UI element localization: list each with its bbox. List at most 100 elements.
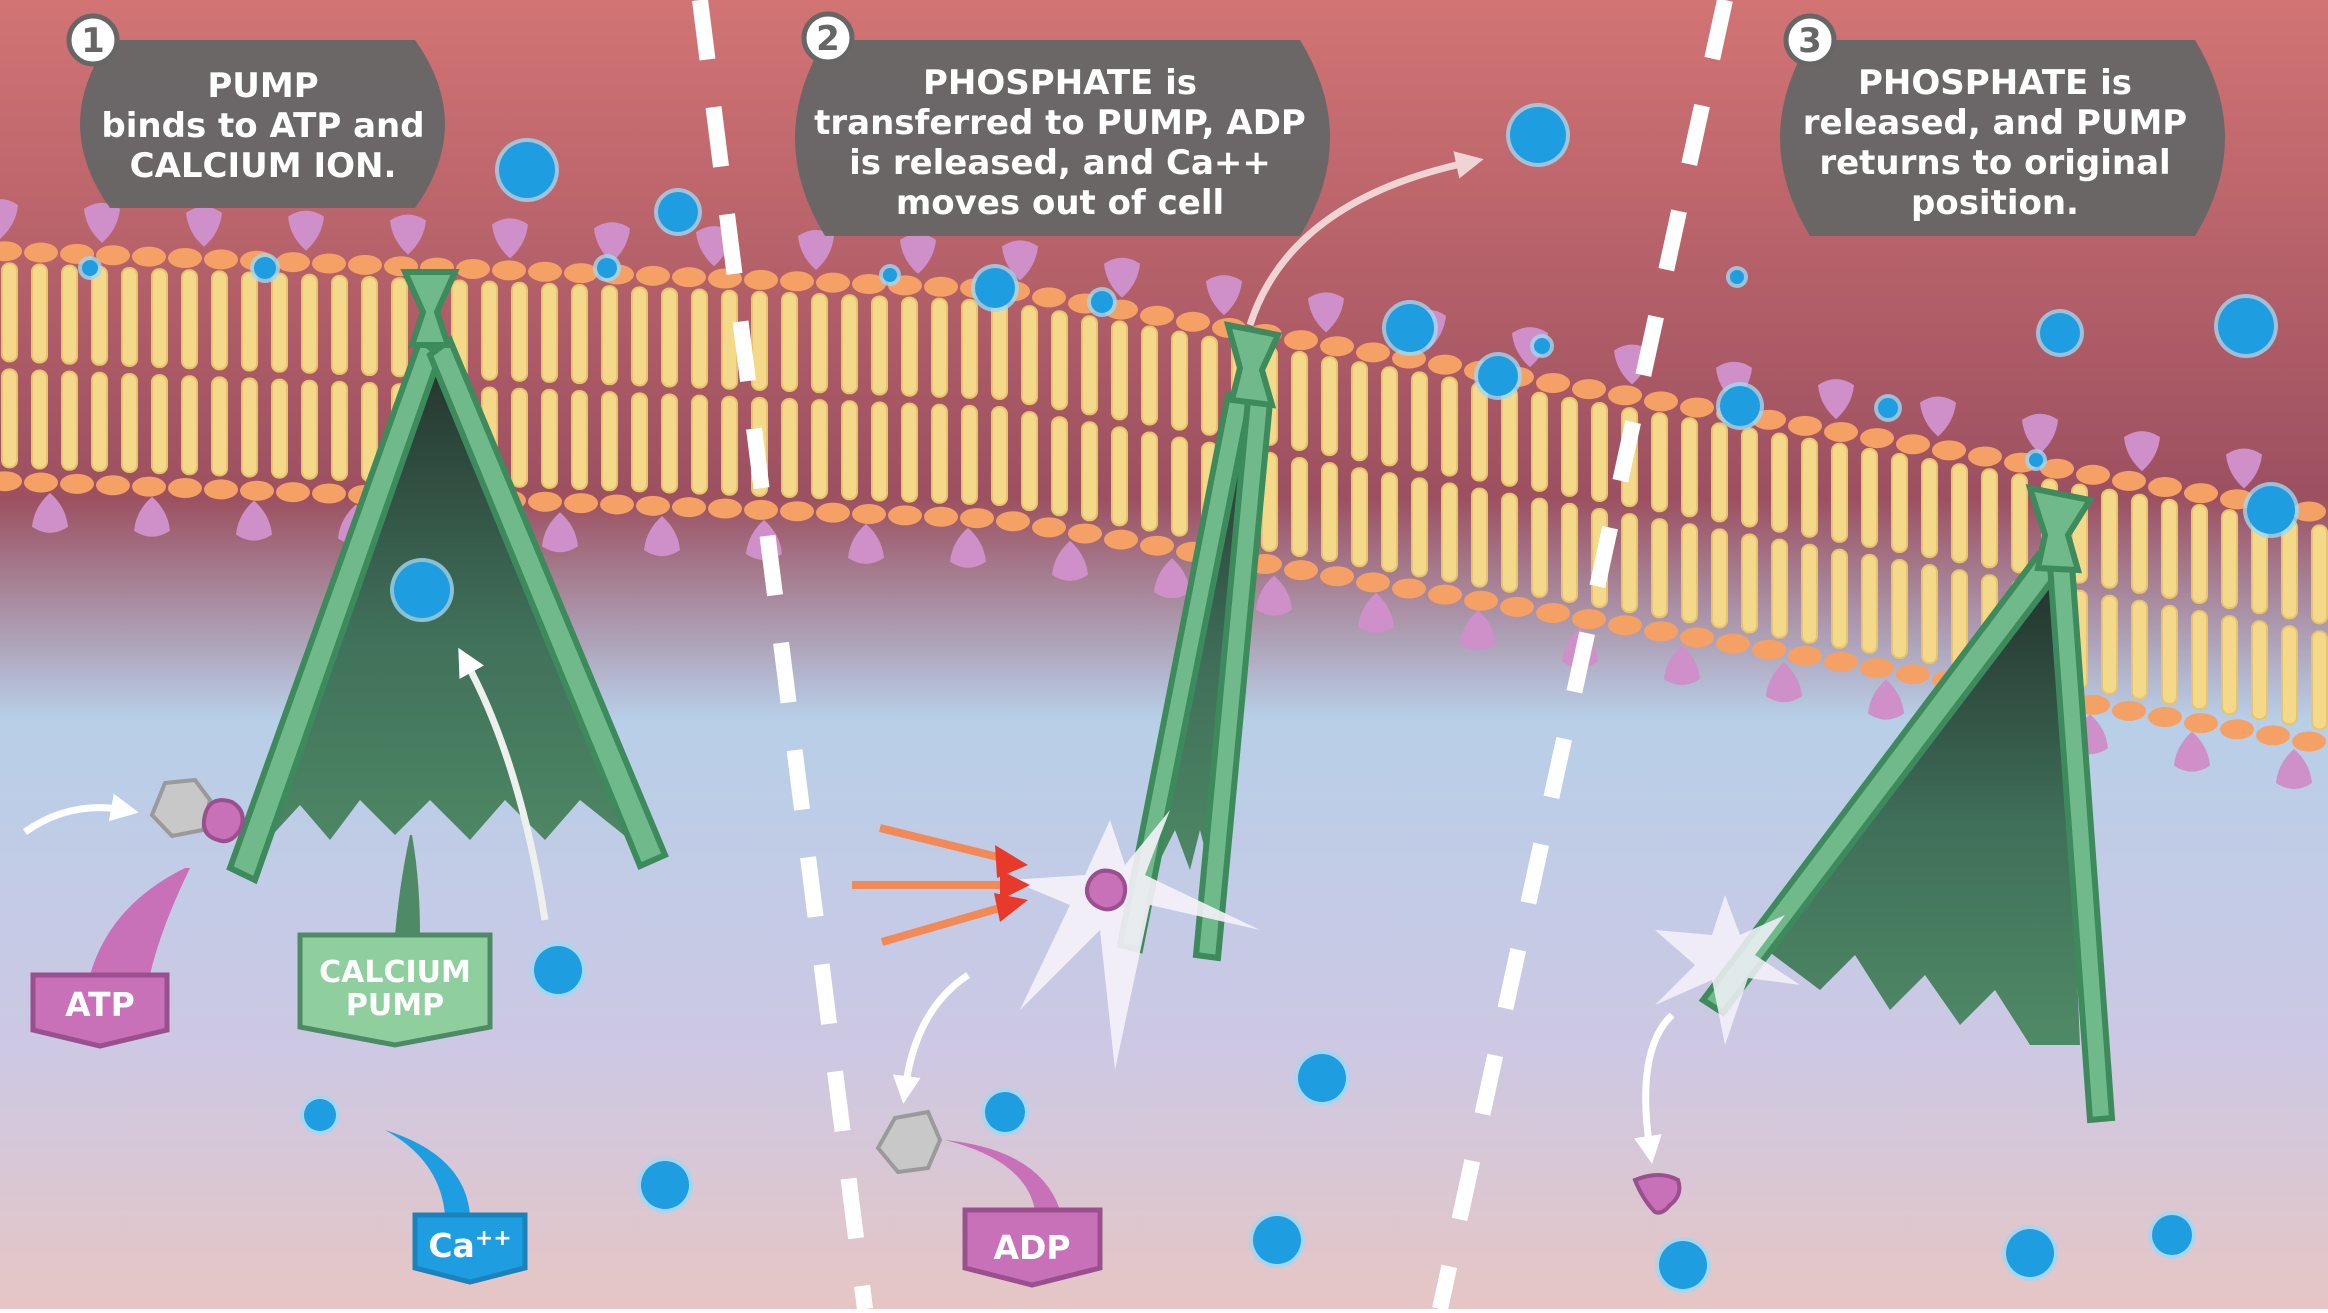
atp-label-group: ATP bbox=[30, 868, 190, 1049]
lipid-head-outer bbox=[1860, 428, 1894, 449]
phosphate-on-pump-2 bbox=[1084, 868, 1128, 912]
lipid-head-inner bbox=[744, 499, 778, 520]
lipid-head-outer bbox=[1032, 287, 1066, 308]
calcium-pump-closed bbox=[1116, 321, 1283, 962]
lipid-tail bbox=[1081, 421, 1098, 522]
step-3-text-line: PHOSPHATE is bbox=[1858, 63, 2132, 103]
lipid-tail bbox=[2221, 509, 2238, 610]
lipid-head-inner bbox=[24, 472, 58, 493]
lipid-head-outer bbox=[2112, 470, 2146, 491]
lipid-tail bbox=[91, 265, 108, 366]
lipid-tail bbox=[901, 296, 918, 397]
adp-label-box bbox=[962, 1207, 1103, 1288]
step-2-text-line: PHOSPHATE is bbox=[923, 63, 1197, 103]
calcium-ion-core bbox=[658, 192, 698, 232]
lipid-head-outer bbox=[348, 254, 382, 275]
step-2-number: 2 bbox=[816, 19, 840, 59]
lipid-tail bbox=[1321, 356, 1338, 457]
lipid-tail bbox=[661, 393, 678, 494]
lipid-head-inner bbox=[960, 508, 994, 529]
lipid-head-outer bbox=[672, 267, 706, 288]
lipid-head-inner bbox=[2292, 731, 2326, 752]
lipid-head-inner bbox=[1572, 609, 1606, 630]
glycoprotein-outer bbox=[798, 230, 834, 271]
lipid-tail bbox=[481, 280, 498, 381]
lipid-tail bbox=[811, 293, 828, 394]
lipid-head-inner bbox=[1032, 517, 1066, 538]
atp-phosphate-shape bbox=[201, 798, 245, 844]
lipid-tail bbox=[511, 387, 528, 488]
lipid-tail bbox=[901, 402, 918, 503]
lipid-tail bbox=[1111, 320, 1128, 421]
lipid-head-outer bbox=[780, 271, 814, 292]
lipid-tail bbox=[2221, 615, 2238, 716]
glycoprotein-outer bbox=[288, 210, 324, 251]
lipid-tail bbox=[2191, 610, 2208, 710]
lipid-tail bbox=[2101, 594, 2118, 695]
lipid-tail bbox=[1651, 518, 1668, 619]
red-arrowhead-3 bbox=[994, 893, 1028, 922]
lipid-tail bbox=[1291, 351, 1308, 451]
lipid-head-inner bbox=[672, 497, 706, 518]
lipid-head-outer bbox=[1284, 330, 1318, 351]
lipid-tail bbox=[1801, 437, 1818, 538]
calcium-ion-core bbox=[2006, 1229, 2054, 1277]
lipid-tail bbox=[841, 294, 858, 395]
step-3-number-circle bbox=[1783, 13, 1837, 67]
lipid-head-inner bbox=[1140, 535, 1174, 556]
movement-arrows bbox=[22, 151, 1675, 1164]
glycoprotein-inner bbox=[848, 523, 884, 564]
lipid-head-outer bbox=[204, 249, 238, 270]
lipid-tail bbox=[661, 287, 678, 388]
lipid-tail bbox=[1, 262, 18, 363]
lipid-tail bbox=[1891, 559, 1908, 659]
lipid-tail bbox=[511, 281, 528, 382]
glycoprotein-outer bbox=[390, 214, 426, 255]
lipid-tail bbox=[1981, 468, 1998, 569]
lipid-head-inner bbox=[312, 483, 346, 504]
step-1-bubble-shape bbox=[80, 40, 445, 208]
lipid-head-inner bbox=[1500, 596, 1534, 617]
calcium-ion-core bbox=[1878, 398, 1898, 418]
glycoprotein-outer bbox=[900, 233, 936, 274]
lipid-tail bbox=[871, 401, 888, 502]
glycoprotein-outer bbox=[1818, 379, 1854, 420]
glycoprotein-inner bbox=[1766, 662, 1802, 703]
lipid-tail bbox=[1471, 381, 1488, 482]
lipid-tail bbox=[2161, 604, 2178, 705]
calcium-ion-core bbox=[1730, 270, 1744, 284]
calcium-ion-core bbox=[1720, 386, 1760, 426]
calcium-pump-label-line: CALCIUM bbox=[319, 955, 471, 990]
lipid-tail bbox=[1711, 528, 1728, 629]
lipid-tail bbox=[1771, 538, 1788, 639]
calcium-ion-core bbox=[597, 258, 617, 278]
calcium-ion-core bbox=[304, 1099, 336, 1131]
lipid-head-outer bbox=[924, 276, 958, 297]
lipid-tail bbox=[691, 288, 708, 389]
glycoprotein-outer bbox=[1308, 292, 1344, 333]
glycoprotein-inner bbox=[2276, 748, 2312, 789]
lipid-head-inner bbox=[852, 504, 886, 525]
glycoprotein-inner bbox=[32, 492, 68, 533]
lipid-tail bbox=[721, 395, 738, 496]
calcium-ion-core bbox=[1091, 291, 1113, 313]
calcium-ion-core bbox=[82, 260, 98, 276]
calcium-ion-core bbox=[1478, 356, 1518, 396]
lipid-tail bbox=[781, 292, 798, 393]
burst-star-2 bbox=[1010, 810, 1260, 1070]
adp-label-group: ADP bbox=[945, 1140, 1103, 1288]
lipid-tail bbox=[1351, 467, 1368, 568]
lipid-head-inner bbox=[528, 491, 562, 512]
glycoprotein-outer bbox=[186, 206, 222, 247]
calcium-label-base: Ca bbox=[428, 1226, 475, 1265]
glycoprotein-inner bbox=[644, 516, 680, 557]
lipid-tail bbox=[631, 286, 648, 387]
lipid-tail bbox=[2311, 630, 2328, 731]
lipid-head-outer bbox=[1320, 336, 1354, 357]
lipid-tail bbox=[991, 300, 1008, 400]
lipid-tail bbox=[1171, 436, 1188, 537]
pump-2-top bbox=[1223, 321, 1283, 409]
lipid-head-inner bbox=[1824, 651, 1858, 672]
lipid-head-outer bbox=[564, 263, 598, 284]
